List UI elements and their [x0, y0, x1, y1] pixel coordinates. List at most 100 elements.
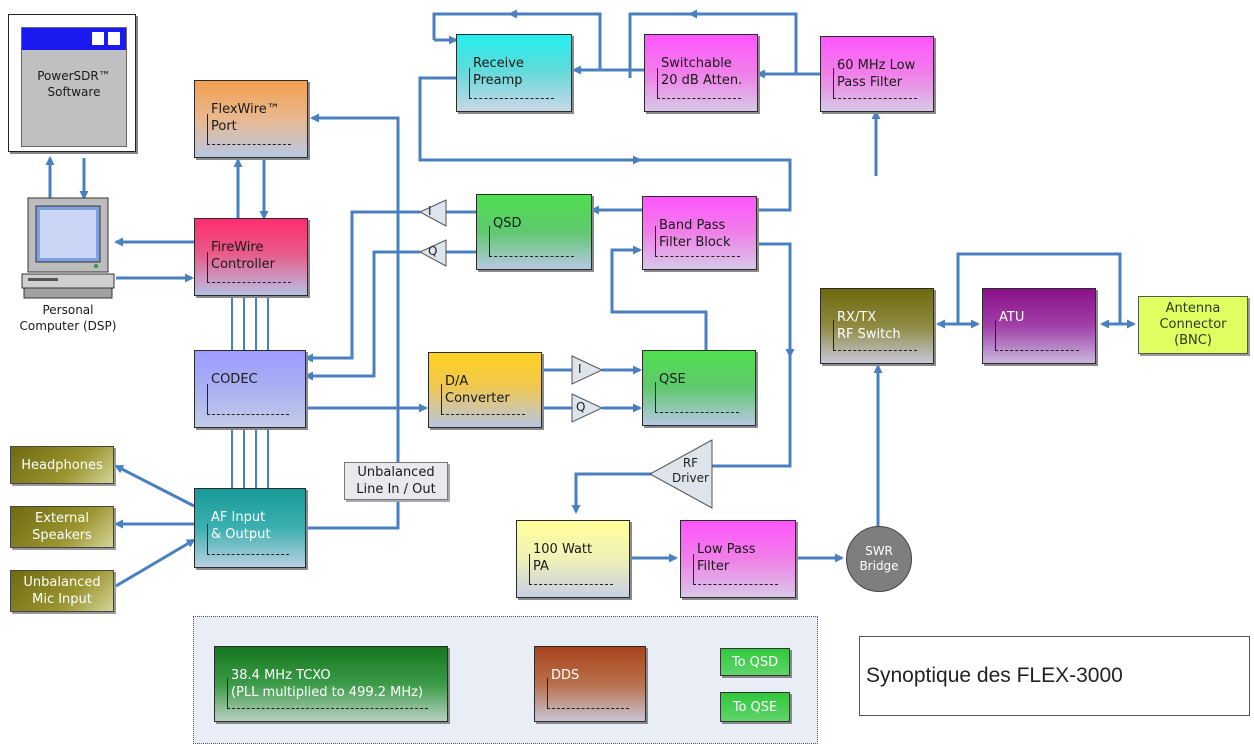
low-pass-filter-label: Low Pass Filter	[697, 542, 756, 574]
to-qse-label: To QSE	[732, 699, 778, 715]
title-box: Synoptique des FLEX-3000	[859, 636, 1250, 716]
antenna-label: Antenna Connector (BNC)	[1159, 301, 1227, 348]
amp-q-rx	[418, 239, 447, 267]
amp-i-tx	[571, 355, 604, 385]
wire-atu-bypass	[956, 252, 1122, 324]
mic-input-label: Unbalanced Mic Input	[23, 575, 101, 607]
qsd-block: QSD	[476, 194, 592, 270]
block-bracket	[227, 678, 428, 709]
to-qsd-label: To QSD	[731, 654, 779, 670]
rf-driver-label: RF Driver	[672, 456, 709, 485]
flexwire-port-block: FlexWire™ Port	[194, 80, 308, 158]
wire-preamp-to-bpf	[418, 76, 792, 212]
ext-speakers-label: External Speakers	[32, 511, 92, 543]
unbalanced-line-label: Unbalanced Line In / Out	[356, 465, 436, 497]
block-bracket	[207, 384, 290, 415]
qsd-label: QSD	[493, 216, 522, 231]
band-pass-label: Band Pass Filter Block	[659, 218, 731, 250]
block-bracket	[995, 320, 1079, 351]
wire-qse-to-bpf	[610, 245, 708, 350]
wire-to-rfdriver	[712, 356, 792, 468]
wire-line-to-af	[306, 498, 400, 530]
pa-label: 100 Watt PA	[533, 542, 593, 574]
codec-block: CODEC	[194, 350, 306, 428]
switchable-atten-label: Switchable 20 dB Atten.	[661, 56, 743, 88]
block-bracket	[655, 226, 740, 257]
wire-rfdriver-to-pa	[571, 472, 652, 514]
headphones-box: Headphones	[10, 446, 114, 484]
block-bracket	[833, 68, 917, 99]
af-io-label: AF Input & Output	[211, 510, 271, 542]
amp-i-rx	[418, 199, 447, 227]
rx-tx-switch-block: RX/TX RF Switch	[820, 288, 934, 364]
bus-firewire-codec	[231, 296, 269, 350]
block-bracket	[207, 114, 291, 145]
swr-bridge: SWR Bridge	[846, 526, 912, 592]
amp-q-rx-label: Q	[428, 244, 438, 258]
wire-i-to-codec	[304, 210, 420, 363]
band-pass-filter-block: Band Pass Filter Block	[642, 196, 757, 270]
bus-codec-af	[231, 428, 269, 488]
block-bracket	[441, 384, 525, 415]
atu-label: ATU	[999, 310, 1025, 325]
atu-block: ATU	[982, 288, 1096, 364]
computer-label: Personal Computer (DSP)	[19, 303, 117, 333]
to-qse-box: To QSE	[720, 692, 790, 722]
wire-mic-to-af	[115, 538, 196, 588]
window-title-bar	[22, 28, 126, 50]
low-pass-filter-block: Low Pass Filter	[680, 520, 796, 598]
tcxo-block: 38.4 MHz TCXO (PLL multiplied to 499.2 M…	[214, 646, 448, 722]
wire-line-to-flexwire	[310, 113, 400, 464]
pa-100w-block: 100 Watt PA	[516, 520, 630, 598]
low-pass-60-label: 60 MHz Low Pass Filter	[837, 58, 916, 90]
qse-label: QSE	[659, 372, 686, 387]
block-bracket	[207, 252, 291, 283]
block-bracket	[207, 524, 290, 555]
software-label: PowerSDR™ Software	[37, 69, 111, 99]
block-bracket	[529, 554, 613, 585]
tcxo-label: 38.4 MHz TCXO (PLL multiplied to 499.2 M…	[231, 668, 424, 700]
block-bracket	[833, 320, 917, 351]
block-bracket	[469, 68, 555, 99]
receive-preamp-label: Receive Preamp	[473, 56, 524, 88]
unbalanced-line-box: Unbalanced Line In / Out	[344, 462, 448, 500]
low-pass-60-block: 60 MHz Low Pass Filter	[820, 36, 934, 112]
block-bracket	[655, 382, 739, 413]
amp-i-tx-label: I	[578, 362, 582, 376]
af-input-output-block: AF Input & Output	[194, 488, 306, 568]
computer-icon	[21, 197, 115, 299]
block-bracket	[547, 678, 630, 709]
receive-preamp-block: Receive Preamp	[456, 34, 572, 112]
flexwire-label: FlexWire™ Port	[211, 102, 280, 134]
block-bracket	[657, 68, 741, 99]
block-bracket	[693, 554, 779, 585]
dds-label: DDS	[551, 668, 580, 683]
wire-lpf60-feed-atten	[628, 12, 798, 78]
window-button-icon	[108, 32, 120, 45]
external-speakers-box: External Speakers	[10, 506, 114, 548]
powersdr-software-window: PowerSDR™ Software	[8, 14, 136, 152]
to-qsd-box: To QSD	[720, 648, 790, 676]
amp-q-tx	[571, 393, 604, 423]
switchable-atten-block: Switchable 20 dB Atten.	[644, 34, 758, 112]
firewire-controller-block: FireWire Controller	[194, 218, 308, 296]
da-converter-block: D/A Converter	[428, 352, 542, 428]
diagram-title: Synoptique des FLEX-3000	[866, 664, 1123, 687]
rf-driver-triangle	[648, 439, 713, 509]
amp-i-rx-label: I	[428, 204, 432, 218]
firewire-label: FireWire Controller	[211, 240, 275, 272]
headphones-label: Headphones	[21, 457, 103, 473]
swr-label: SWR Bridge	[859, 544, 899, 573]
wire-bpf-down	[757, 242, 795, 358]
codec-label: CODEC	[211, 372, 258, 387]
window-button-icon	[92, 32, 104, 45]
dds-block: DDS	[534, 646, 646, 722]
qse-block: QSE	[642, 350, 756, 426]
rx-tx-switch-label: RX/TX RF Switch	[837, 310, 901, 342]
amp-q-tx-label: Q	[576, 400, 586, 414]
block-bracket	[489, 226, 575, 257]
wire-af-to-headphones	[114, 464, 195, 508]
antenna-connector-block: Antenna Connector (BNC)	[1138, 296, 1248, 354]
mic-input-box: Unbalanced Mic Input	[10, 570, 114, 612]
